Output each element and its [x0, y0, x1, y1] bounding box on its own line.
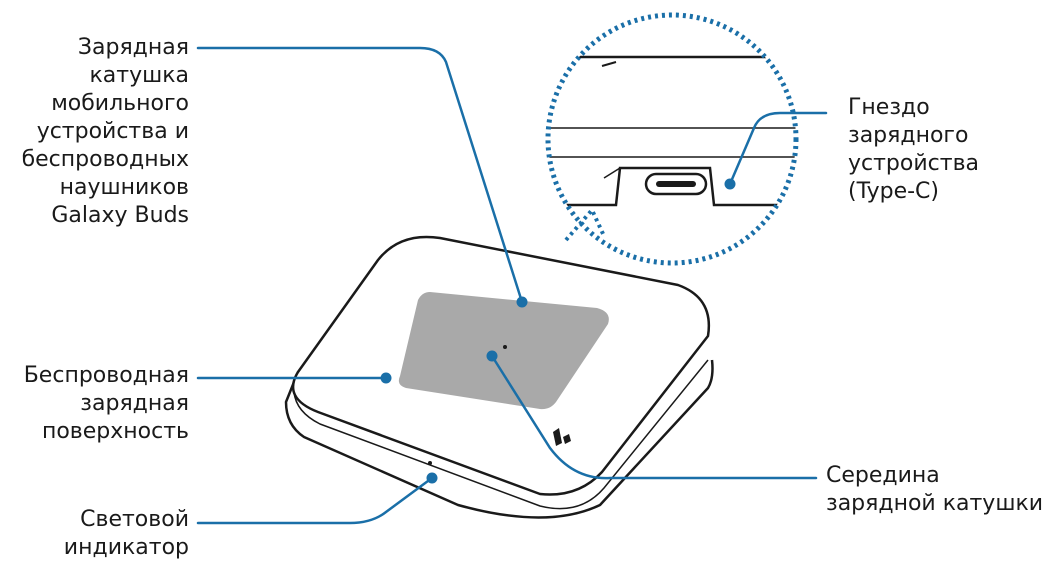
leader-socket: [728, 111, 828, 186]
charger-pad-inner-line: [293, 359, 709, 510]
zoom-bubble: [545, 12, 799, 266]
charger-pad-rim: [284, 359, 714, 519]
brand-mark-icon: [553, 428, 571, 446]
dot-surface: [380, 372, 392, 384]
label-surface: Беспроводная зарядная поверхность: [23, 363, 189, 444]
label-coil: Зарядная катушка мобильного устройства и…: [21, 35, 189, 228]
leader-center: [490, 354, 818, 480]
dot-center: [486, 350, 498, 362]
dot-coil: [516, 296, 528, 308]
leader-lines: [196, 46, 828, 525]
zoom-content: [548, 55, 796, 207]
zoom-pointer: [564, 206, 606, 242]
leader-dots: [380, 178, 736, 484]
led-hole: [428, 461, 432, 465]
leader-indicator: [196, 476, 434, 525]
dot-indicator: [426, 472, 438, 484]
label-socket: Гнездо зарядного устройства (Type-C): [848, 95, 980, 204]
usb-type-c-port: [644, 172, 708, 196]
coil-area: [398, 292, 609, 410]
label-center: Середина зарядной катушки: [826, 463, 1044, 516]
coil-center-mark: [503, 345, 507, 349]
label-indicator: Световой индикатор: [63, 507, 189, 560]
dot-socket: [724, 178, 736, 190]
leader-coil: [196, 46, 524, 304]
